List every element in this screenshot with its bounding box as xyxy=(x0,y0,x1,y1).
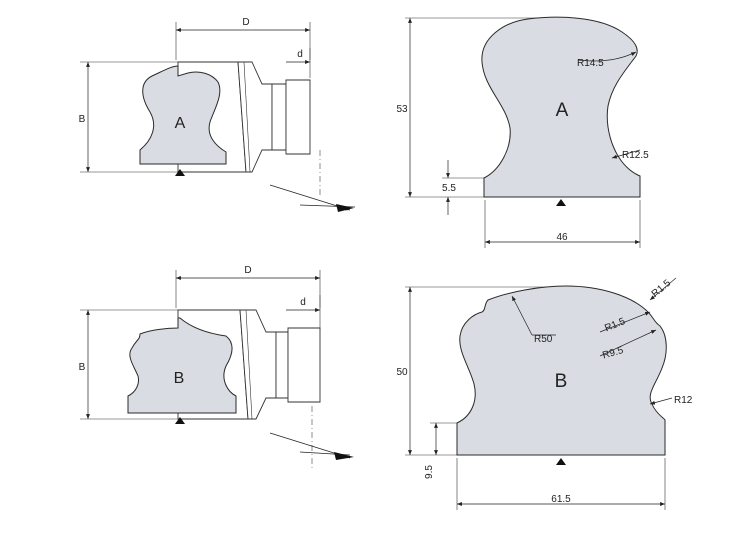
base-marker-triangle xyxy=(175,417,185,424)
dim-radius-top: R50 xyxy=(534,334,553,345)
base-marker-triangle xyxy=(175,169,185,176)
dim-height: 50 xyxy=(396,367,408,378)
label-B: B xyxy=(79,114,86,125)
dim-radius-side: R12 xyxy=(674,395,693,406)
panel-bottom-left: D d B B xyxy=(79,265,354,470)
profile-label-A: A xyxy=(175,115,186,132)
leader-radius-side xyxy=(649,397,673,405)
label-D: D xyxy=(244,265,251,276)
label-d: d xyxy=(297,49,303,60)
cutter-shank-step xyxy=(271,83,287,151)
cutter-shank xyxy=(285,79,311,155)
leader-radius-small-b xyxy=(599,311,651,333)
profile-A-small xyxy=(139,65,227,165)
leader-radius-mid xyxy=(599,329,657,357)
profile-label-A-large: A xyxy=(556,100,569,121)
dim-width: 61.5 xyxy=(551,494,571,505)
profile-B-small xyxy=(127,317,237,414)
leader-radius-top xyxy=(511,295,533,336)
dim-base-height: 9.5 xyxy=(424,465,435,479)
label-B: B xyxy=(79,362,86,373)
label-d: d xyxy=(300,297,306,308)
cutter-shank-step xyxy=(275,331,289,399)
base-marker-triangle xyxy=(556,199,566,206)
dim-radius-side: R12.5 xyxy=(622,150,649,161)
feed-arrow-head xyxy=(336,204,354,212)
label-D: D xyxy=(242,17,249,28)
dim-width: 46 xyxy=(556,232,568,243)
profile-A-large xyxy=(481,16,641,198)
leader-radius-top xyxy=(577,51,637,62)
profile-B-large xyxy=(456,285,667,456)
dim-height: 53 xyxy=(396,104,408,115)
panel-top-right: 53 5.5 46 A R14.5 R12.5 xyxy=(396,16,649,248)
dim-base-height: 5.5 xyxy=(442,183,456,194)
feed-arrow-head xyxy=(334,452,354,460)
leader-radius-small-a xyxy=(649,277,677,301)
panel-top-left: D d B A xyxy=(79,17,356,212)
panel-bottom-right: 50 9.5 61.5 B R50 R1.5 R1.5 R9.5 R12 xyxy=(396,277,693,510)
dim-radius-small-a: R1.5 xyxy=(650,278,674,300)
dim-radius-top: R14.5 xyxy=(577,58,604,69)
cutter-edge xyxy=(243,61,251,173)
base-marker-triangle xyxy=(556,458,566,465)
cutter-shank xyxy=(287,327,321,403)
profile-label-B-large: B xyxy=(555,371,568,392)
profile-label-B: B xyxy=(174,370,185,387)
cutter-edge xyxy=(245,309,253,420)
leader-radius-side xyxy=(611,149,641,159)
